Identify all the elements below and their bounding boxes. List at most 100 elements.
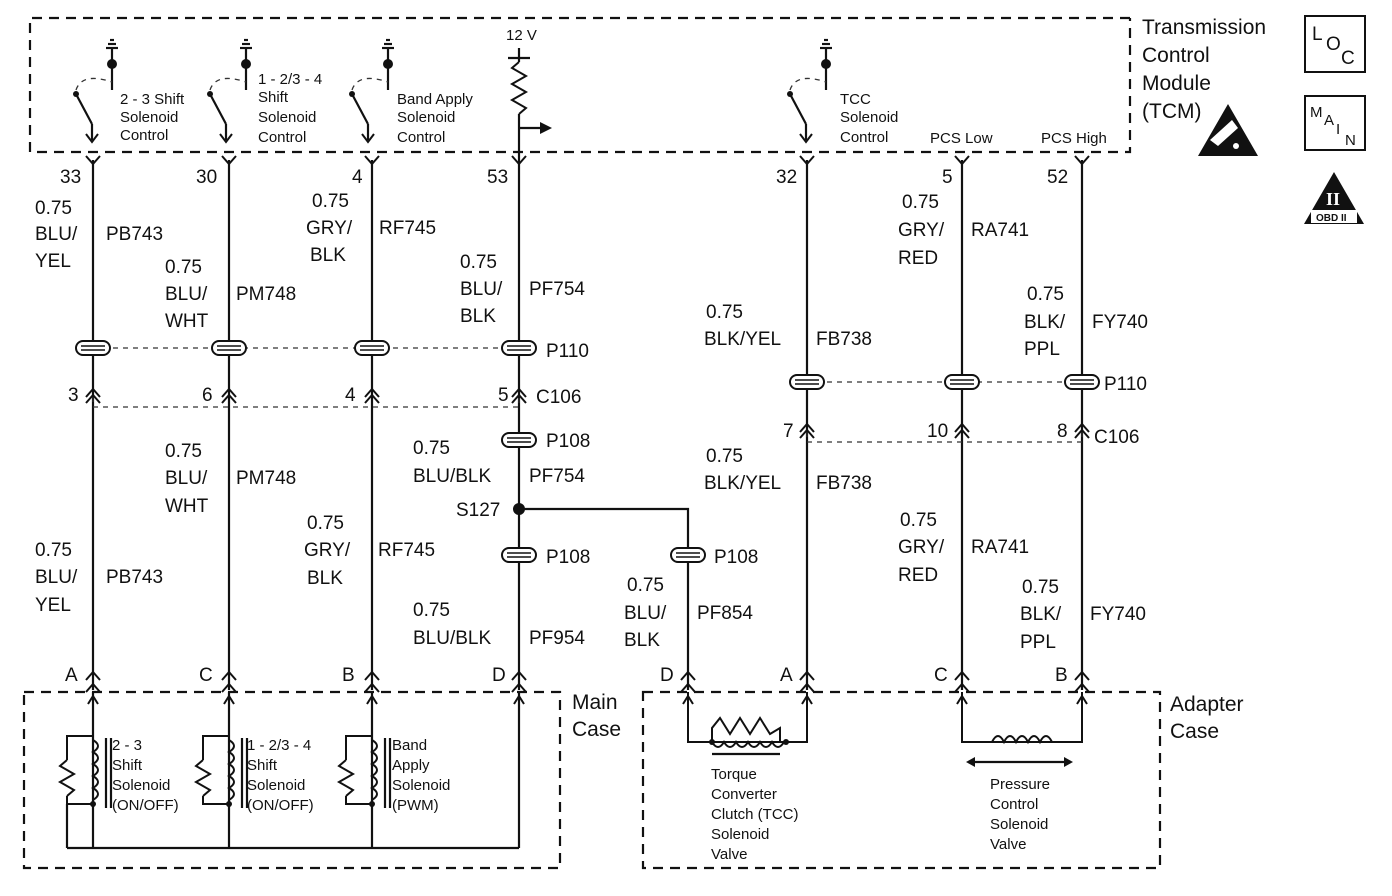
case-pin-chevron-3 xyxy=(364,670,380,693)
solenoid-1-label-line4: (ON/OFF) xyxy=(112,797,179,814)
switch-2-label-line1: 1 - 2/3 - 4 xyxy=(258,71,322,88)
wire-pf754-upper-circuit: PF754 xyxy=(529,279,585,300)
connector-p108-branch-label: P108 xyxy=(714,547,758,568)
c106-pin-6: 6 xyxy=(202,385,213,406)
solenoid-1-icon xyxy=(57,692,113,848)
location-badge: L O C xyxy=(1304,15,1366,73)
wire-fb738-lower-gauge: 0.75 xyxy=(706,446,743,467)
solenoid-3-label-line3: Solenoid xyxy=(392,777,450,794)
wire-pb743-lower-color1: BLU/ xyxy=(35,567,78,588)
wire-rf745-upper-circuit: RF745 xyxy=(379,218,436,239)
wire-pf754-mid-circuit: PF754 xyxy=(529,466,585,487)
case-pin-b-right: B xyxy=(1055,665,1068,686)
pcs-valve-icon xyxy=(956,692,1088,767)
solenoid-3-label-line2: Apply xyxy=(392,757,430,774)
wire-rf745-lower-color1: GRY/ xyxy=(304,540,351,561)
adapter-case-label-line1: Adapter xyxy=(1170,693,1244,716)
c106-chevron-3 xyxy=(364,387,380,404)
case-pin-chevron-7 xyxy=(954,670,970,693)
switch-1-label-line1: 2 - 3 Shift xyxy=(120,91,185,108)
case-pin-c-right: C xyxy=(934,665,948,686)
wire-fy740-upper-circuit: FY740 xyxy=(1092,312,1148,333)
solenoid-symbols xyxy=(57,692,1088,850)
solenoid-2-label-line3: Solenoid xyxy=(247,777,305,794)
wire-pb743-upper-gauge: 0.75 xyxy=(35,198,72,219)
wire-pf854-gauge: 0.75 xyxy=(627,575,664,596)
wire-ra741-upper-color1: GRY/ xyxy=(898,220,945,241)
c106-pin-7: 7 xyxy=(783,421,794,442)
connector-c106-left-label: C106 xyxy=(536,387,581,408)
solenoid-3-icon xyxy=(336,692,392,848)
wire-fy740-upper-gauge: 0.75 xyxy=(1027,284,1064,305)
obd-ii-icon: II OBD II xyxy=(1304,172,1364,224)
switch-4-label-line1: TCC xyxy=(840,91,871,108)
wire-fy740-lower-color2: PPL xyxy=(1020,632,1056,653)
wire-pf954-circuit: PF954 xyxy=(529,628,585,649)
main-badge: M A I N xyxy=(1304,95,1366,151)
wire-pf754-mid-color: BLU/BLK xyxy=(413,466,491,487)
wire-ra741-upper-color2: RED xyxy=(898,248,938,269)
switch-3-icon xyxy=(349,38,394,144)
wire-fy740-lower-color1: BLK/ xyxy=(1020,604,1062,625)
main-case-box xyxy=(22,690,562,870)
tcm-pin-52: 52 xyxy=(1047,167,1068,188)
tcm-pin-53: 53 xyxy=(487,167,508,188)
main-letter-i: I xyxy=(1336,121,1340,138)
tcc-valve-icon xyxy=(682,692,813,756)
c106-chevron-7 xyxy=(1074,422,1090,439)
c106-pin-10: 10 xyxy=(927,421,948,442)
module-title-line3: Module xyxy=(1142,72,1211,95)
loc-letter-o: O xyxy=(1326,34,1341,55)
tcm-pin-chevron-5 xyxy=(799,155,815,166)
c106-chevron-1 xyxy=(85,387,101,404)
tcc-valve-label-line4: Solenoid xyxy=(711,826,769,843)
wire-fy740-upper-color2: PPL xyxy=(1024,339,1060,360)
connector-p108-upper-label: P108 xyxy=(546,431,590,452)
wire-ra741-upper-circuit: RA741 xyxy=(971,220,1029,241)
wire-pf954-color: BLU/BLK xyxy=(413,628,491,649)
p108-connector-lower xyxy=(501,547,537,563)
wire-fy740-upper-color1: BLK/ xyxy=(1024,312,1066,333)
pcs-valve-label-line1: Pressure xyxy=(990,776,1050,793)
wire-rf745-lower-color2: BLK xyxy=(307,568,343,589)
wire-ra741-lower-gauge: 0.75 xyxy=(900,510,937,531)
wire-pb743-upper-circuit: PB743 xyxy=(106,224,163,245)
solenoid-1-label-line2: Shift xyxy=(112,757,143,774)
module-title-line2: Control xyxy=(1142,44,1210,67)
case-pin-c-left: C xyxy=(199,665,213,686)
wire-pm748-lower-color2: WHT xyxy=(165,496,209,517)
loc-letter-l: L xyxy=(1312,24,1323,45)
c106-pin-4: 4 xyxy=(345,385,356,406)
obd-numeral: II xyxy=(1326,189,1340,209)
switch-1-label-line3: Control xyxy=(120,127,168,144)
tcm-switches xyxy=(73,38,832,144)
wire-pb743-upper-color1: BLU/ xyxy=(35,224,78,245)
tcc-valve-label-line3: Clutch (TCC) xyxy=(711,806,799,823)
wire-pf954-gauge: 0.75 xyxy=(413,600,450,621)
pullup-resistor-icon xyxy=(508,48,552,160)
splice-s127-label: S127 xyxy=(456,500,500,521)
switch-4-label-line2: Solenoid xyxy=(840,109,898,126)
tcm-pin-chevron-1 xyxy=(85,155,101,166)
solenoid-3-label-line4: (PWM) xyxy=(392,797,439,814)
tcm-pin-32: 32 xyxy=(776,167,797,188)
main-case-label-line2: Case xyxy=(572,718,621,741)
p110-connector-1 xyxy=(75,340,111,356)
wire-pb743-upper-color2: YEL xyxy=(35,251,71,272)
connector-p108-lower-label: P108 xyxy=(546,547,590,568)
supply-voltage-label: 12 V xyxy=(506,27,537,44)
p110-connector-2 xyxy=(211,340,247,356)
c106-pin-8: 8 xyxy=(1057,421,1068,442)
wire-pm748-lower-gauge: 0.75 xyxy=(165,441,202,462)
wire-rf745-lower-circuit: RF745 xyxy=(378,540,435,561)
solenoid-1-label-line1: 2 - 3 xyxy=(112,737,142,754)
solenoid-3-label-line1: Band xyxy=(392,737,427,754)
tcm-pin-33: 33 xyxy=(60,167,81,188)
solenoid-2-label-line4: (ON/OFF) xyxy=(247,797,314,814)
c106-right-link xyxy=(806,432,1083,443)
pcs-valve-label-line4: Valve xyxy=(990,836,1026,853)
tcc-valve-label-line2: Converter xyxy=(711,786,777,803)
wire-pb743-lower-gauge: 0.75 xyxy=(35,540,72,561)
case-pin-a-left: A xyxy=(65,665,78,686)
